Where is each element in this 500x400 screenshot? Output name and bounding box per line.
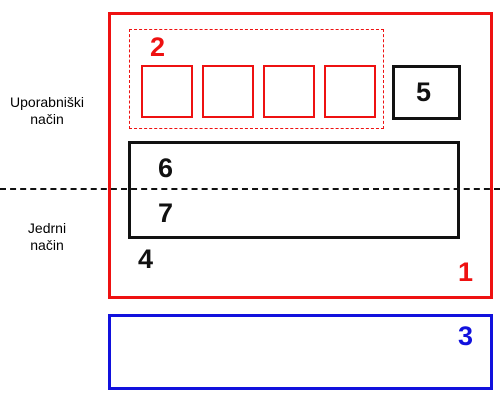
small-box-d — [324, 65, 376, 118]
small-box-a — [141, 65, 193, 118]
box-6-7 — [128, 141, 460, 239]
kernel-mode-label-line1: Jedrni — [27, 220, 67, 236]
outer-box-1 — [108, 12, 493, 299]
box-3 — [108, 314, 493, 390]
label-2: 2 — [150, 32, 166, 62]
user-mode-label-line1: Uporabniški — [10, 94, 84, 110]
label-4: 4 — [138, 244, 154, 274]
kernel-mode-label: Jedrni način — [0, 220, 94, 254]
mode-divider-line — [0, 188, 500, 190]
small-box-c — [263, 65, 315, 118]
label-3: 3 — [458, 321, 474, 351]
label-7: 7 — [158, 198, 174, 228]
user-mode-label: Uporabniški način — [0, 94, 94, 128]
kernel-mode-label-line2: način — [30, 237, 64, 253]
small-box-b — [202, 65, 254, 118]
dashed-group-2 — [129, 29, 384, 129]
label-5: 5 — [416, 77, 432, 107]
user-mode-label-line2: način — [30, 111, 64, 127]
label-1: 1 — [458, 257, 474, 287]
box-5 — [392, 65, 461, 120]
label-6: 6 — [158, 153, 174, 183]
